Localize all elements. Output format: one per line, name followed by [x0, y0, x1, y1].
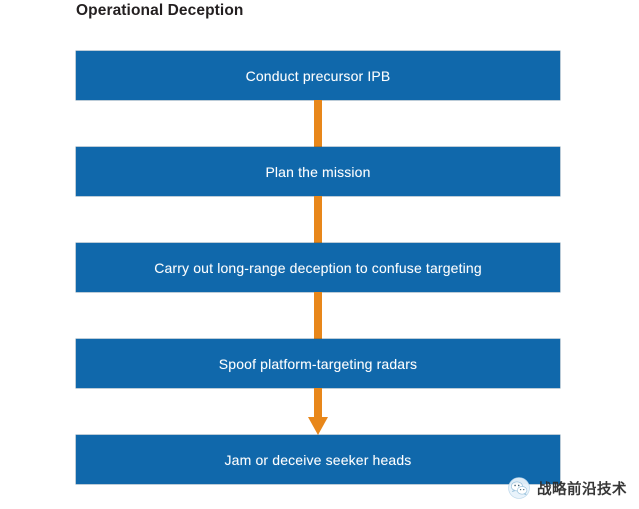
connector-4-to-5 — [76, 388, 560, 435]
flow-step-5-label: Jam or deceive seeker heads — [224, 451, 412, 468]
flow-step-4[interactable]: Spoof platform-targeting radars — [76, 339, 560, 388]
connector-line-icon — [314, 292, 322, 339]
connector-line-icon — [314, 388, 322, 418]
flow-step-1-label: Conduct precursor IPB — [245, 67, 391, 84]
flow-step-3[interactable]: Carry out long-range deception to confus… — [76, 243, 560, 292]
arrow-down-icon — [308, 417, 328, 435]
connector-1-to-2 — [76, 100, 560, 147]
page-title: Operational Deception — [76, 2, 244, 19]
flow-step-4-label: Spoof platform-targeting radars — [218, 355, 418, 372]
flow-step-2[interactable]: Plan the mission — [76, 147, 560, 196]
connector-line-icon — [314, 196, 322, 243]
connector-3-to-4 — [76, 292, 560, 339]
flow-step-3-label: Carry out long-range deception to confus… — [154, 259, 482, 276]
flow-step-2-label: Plan the mission — [265, 163, 371, 180]
connector-line-icon — [314, 100, 322, 147]
flow-step-1[interactable]: Conduct precursor IPB — [76, 51, 560, 100]
watermark: 战略前沿技术 — [508, 477, 627, 499]
wechat-logo-icon — [508, 477, 530, 499]
flow-step-5[interactable]: Jam or deceive seeker heads — [76, 435, 560, 484]
process-flowchart: Conduct precursor IPB Plan the mission C… — [76, 51, 560, 484]
connector-2-to-3 — [76, 196, 560, 243]
watermark-text: 战略前沿技术 — [537, 481, 627, 498]
